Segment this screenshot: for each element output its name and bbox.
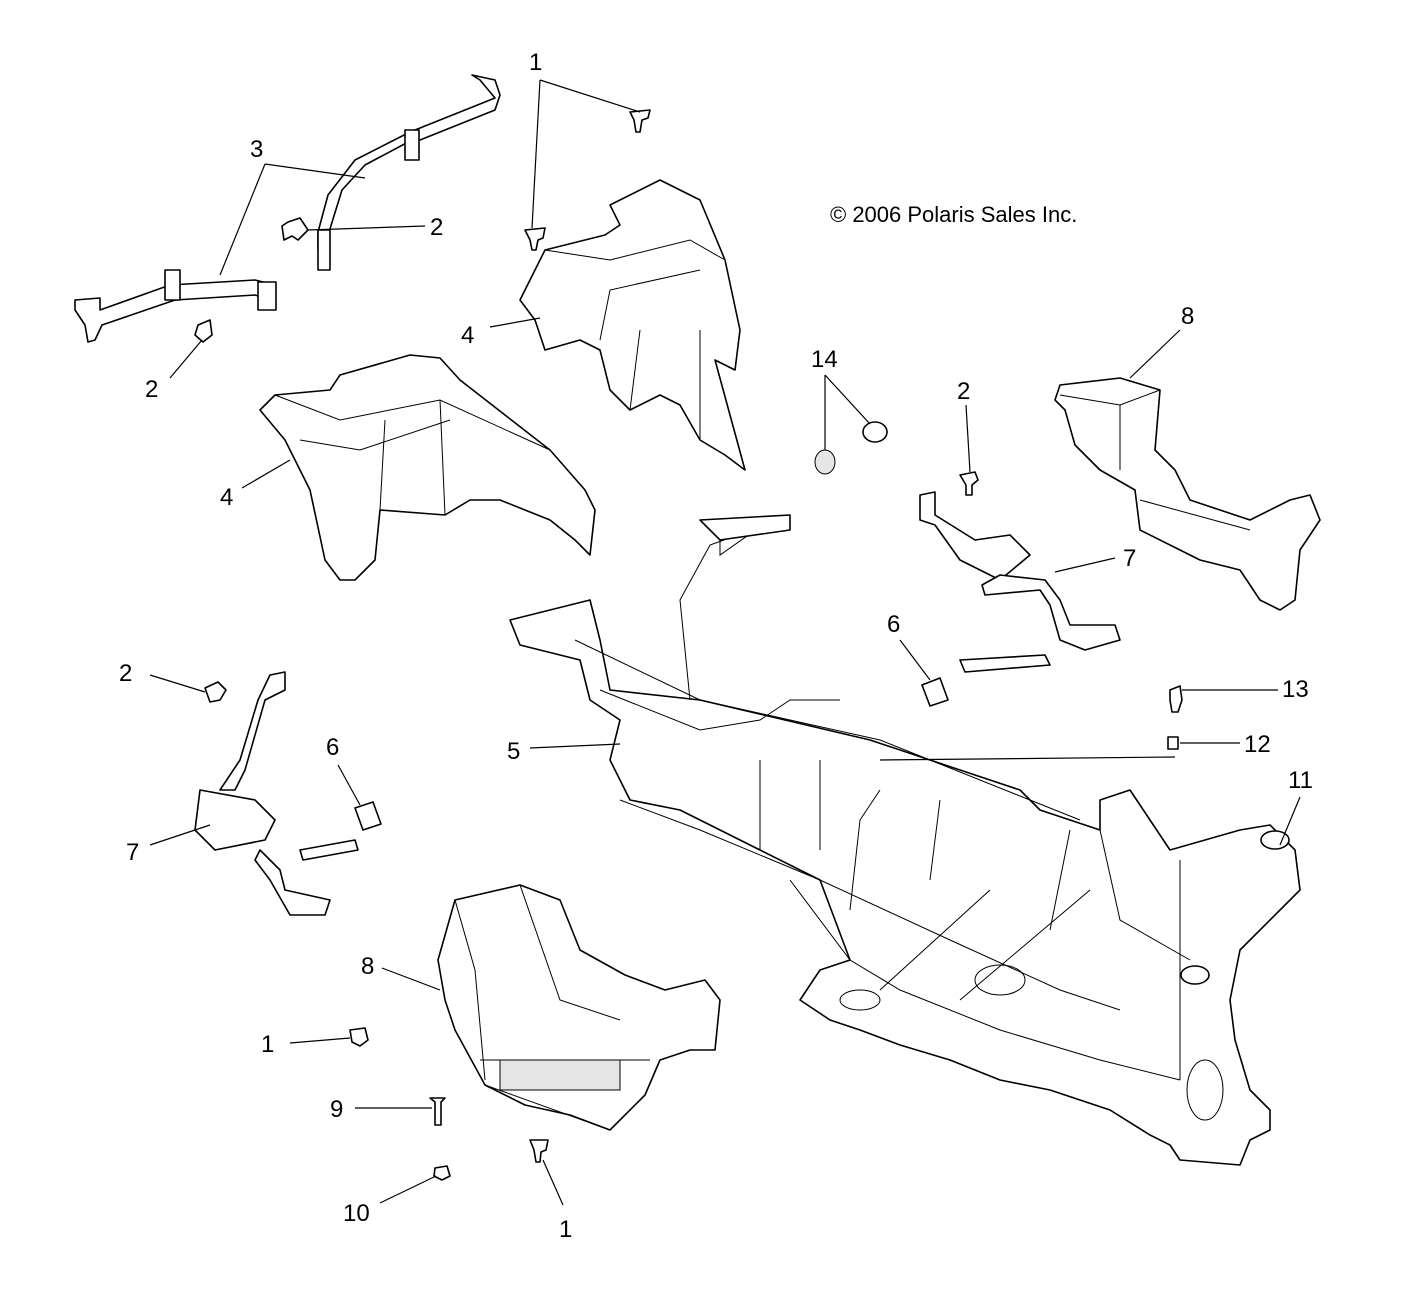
callout-8: 8 bbox=[361, 953, 374, 980]
callout-11: 11 bbox=[1288, 767, 1313, 794]
callout-2: 2 bbox=[957, 378, 970, 405]
part-2-screw-a bbox=[281, 217, 309, 241]
part-1-fastener-upper bbox=[524, 227, 546, 251]
part-13-fastener bbox=[1169, 685, 1183, 713]
callout-10: 10 bbox=[343, 1200, 370, 1227]
part-10-nut bbox=[433, 1165, 451, 1181]
callout-labels: 1 3 2 2 4 4 8 14 2 7 6 13 12 5 11 2 6 7 … bbox=[119, 49, 1313, 1243]
part-7-bracket-right bbox=[919, 491, 1121, 673]
part-8-footwell-lower bbox=[437, 884, 721, 1131]
part-1-fastener-lower-b bbox=[529, 1139, 549, 1163]
callout-2: 2 bbox=[430, 214, 443, 241]
callout-1: 1 bbox=[559, 1216, 572, 1243]
callout-2: 2 bbox=[145, 376, 158, 403]
callout-12: 12 bbox=[1244, 731, 1271, 758]
callout-5: 5 bbox=[507, 738, 520, 765]
part-14-grommets bbox=[814, 421, 888, 475]
part-2-screw-b bbox=[194, 319, 213, 343]
callout-4: 4 bbox=[220, 484, 233, 511]
part-6-bushing-left bbox=[354, 801, 382, 831]
callout-6: 6 bbox=[326, 734, 339, 761]
part-2-screw-d bbox=[204, 681, 227, 703]
callout-1: 1 bbox=[261, 1031, 274, 1058]
part-1-fastener-lower-a bbox=[349, 1027, 369, 1047]
part-12-fastener bbox=[1167, 736, 1179, 750]
callout-2: 2 bbox=[119, 660, 132, 687]
callout-9: 9 bbox=[330, 1096, 343, 1123]
leader-lines bbox=[149, 79, 1301, 1206]
callout-1: 1 bbox=[529, 49, 542, 76]
part-11-frame bbox=[509, 514, 1301, 1166]
copyright-text: © 2006 Polaris Sales Inc. bbox=[830, 202, 1077, 227]
part-4-fender-upper bbox=[519, 179, 746, 471]
part-4-fender-lower bbox=[259, 354, 596, 581]
callout-14: 14 bbox=[811, 346, 838, 373]
part-1-fastener-top bbox=[629, 109, 651, 133]
callout-4: 4 bbox=[461, 322, 474, 349]
callout-13: 13 bbox=[1282, 676, 1309, 703]
callout-6: 6 bbox=[887, 611, 900, 638]
callout-7: 7 bbox=[126, 839, 139, 866]
part-7-bracket-left bbox=[194, 671, 359, 916]
part-8-footwell-upper bbox=[1054, 377, 1321, 611]
part-3-bracket-lower bbox=[74, 269, 277, 343]
part-3-bracket-upper bbox=[317, 74, 501, 271]
part-2-screw-c bbox=[959, 471, 979, 496]
callout-8: 8 bbox=[1181, 303, 1194, 330]
part-9-pin bbox=[429, 1097, 446, 1126]
part-6-bushing-right bbox=[921, 677, 949, 707]
callout-7: 7 bbox=[1123, 545, 1136, 572]
callout-3: 3 bbox=[250, 136, 263, 163]
